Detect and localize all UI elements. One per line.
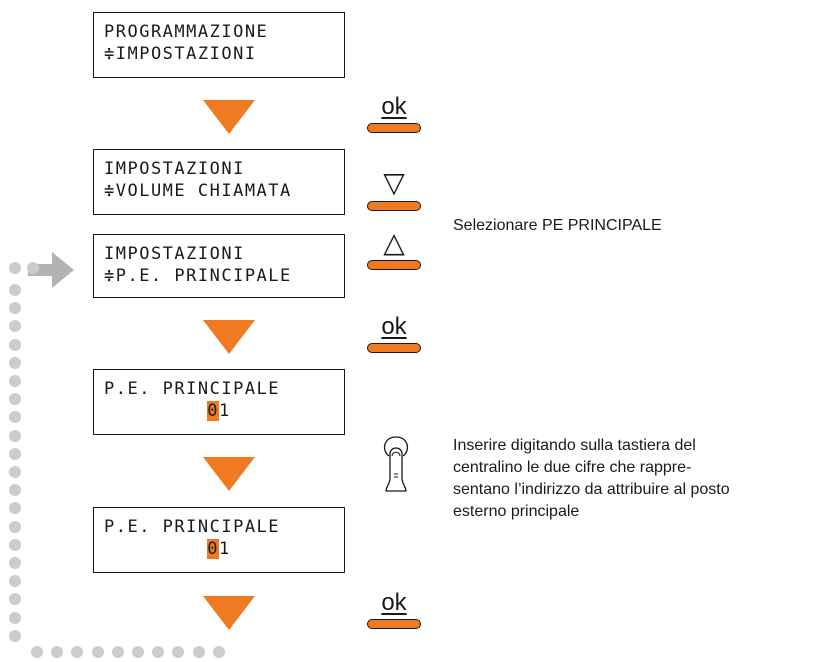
step-arrow-icon xyxy=(203,457,255,491)
loop-dot xyxy=(92,646,104,658)
note-line: Inserire digitando sulla tastiera del xyxy=(453,437,696,454)
loop-dot xyxy=(27,262,39,274)
loop-dot xyxy=(9,375,21,387)
loop-dot xyxy=(9,612,21,624)
screen-line-1: IMPOSTAZIONI xyxy=(104,159,245,179)
up-key xyxy=(367,260,421,270)
screen-digit: 1 xyxy=(219,539,231,559)
ok-label: ok xyxy=(381,93,407,120)
loop-dot xyxy=(9,430,21,442)
note-input: Inserire digitando sulla tastiera del ce… xyxy=(453,435,730,523)
loop-dot xyxy=(51,646,63,658)
step-arrow-icon xyxy=(203,320,255,354)
loop-dot xyxy=(9,411,21,423)
ok-key xyxy=(367,343,421,353)
loop-dot xyxy=(9,320,21,332)
step-arrow-icon xyxy=(203,100,255,134)
loop-dot xyxy=(172,646,184,658)
loop-dot xyxy=(9,557,21,569)
lcd-screen-2: IMPOSTAZIONI ≑VOLUME CHIAMATA xyxy=(93,149,345,215)
ok-label: ok xyxy=(381,313,407,340)
down-button[interactable]: ▽ xyxy=(367,166,421,212)
loop-dot xyxy=(9,484,21,496)
step-arrow-icon xyxy=(203,596,255,630)
loop-dot xyxy=(9,284,21,296)
ok-button[interactable]: ok xyxy=(367,313,421,353)
note-select: Selezionare PE PRINCIPALE xyxy=(453,217,662,234)
up-arrow-icon: △ xyxy=(383,226,405,259)
lcd-screen-4: P.E. PRINCIPALE 01 xyxy=(93,369,345,435)
up-button[interactable]: △ xyxy=(367,226,421,273)
lcd-screen-5: P.E. PRINCIPALE 01 xyxy=(93,507,345,573)
lcd-screen-1: PROGRAMMAZIONE ≑IMPOSTAZIONI xyxy=(93,12,345,78)
screen-line-1: P.E. PRINCIPALE xyxy=(104,379,281,399)
cursor-digit: 0 xyxy=(207,539,219,559)
screen-line-2: ≑P.E. PRINCIPALE xyxy=(104,266,292,286)
loop-dot xyxy=(31,646,43,658)
loop-dot xyxy=(9,466,21,478)
loop-dot xyxy=(9,393,21,405)
screen-line-2: ≑VOLUME CHIAMATA xyxy=(104,181,292,201)
ok-key xyxy=(367,619,421,629)
note-line: sentano l’indirizzo da attribuire al pos… xyxy=(453,481,730,498)
loop-dot xyxy=(132,646,144,658)
ok-key xyxy=(367,123,421,133)
loop-dot xyxy=(9,357,21,369)
loop-dot xyxy=(9,302,21,314)
loop-dot xyxy=(9,521,21,533)
loop-dot xyxy=(112,646,124,658)
loop-dot xyxy=(9,575,21,587)
down-key xyxy=(367,201,421,211)
cursor-digit: 0 xyxy=(207,401,219,421)
note-line: esterno principale xyxy=(453,503,580,520)
lcd-screen-3: IMPOSTAZIONI ≑P.E. PRINCIPALE xyxy=(93,234,345,298)
screen-line-2: ≑IMPOSTAZIONI xyxy=(104,44,257,64)
loop-dot xyxy=(9,593,21,605)
loop-dot xyxy=(9,630,21,642)
loop-dot xyxy=(9,539,21,551)
note-line: centralino le due cifre che rappre- xyxy=(453,459,692,476)
loop-dot xyxy=(9,262,21,274)
loop-dot xyxy=(9,448,21,460)
screen-line-1: PROGRAMMAZIONE xyxy=(104,22,269,42)
loop-dot xyxy=(193,646,205,658)
ok-button[interactable]: ok xyxy=(367,93,421,133)
screen-line-1: IMPOSTAZIONI xyxy=(104,244,245,264)
screen-digit: 1 xyxy=(219,401,231,421)
loop-dot xyxy=(152,646,164,658)
ok-label: ok xyxy=(381,589,407,616)
loop-dot xyxy=(9,502,21,514)
screen-line-2: 01 xyxy=(104,538,344,560)
loop-dot xyxy=(9,339,21,351)
finger-press-icon xyxy=(376,434,416,494)
ok-button[interactable]: ok xyxy=(367,589,421,629)
screen-line-2: 01 xyxy=(104,400,344,422)
loop-dot xyxy=(71,646,83,658)
down-arrow-icon: ▽ xyxy=(383,166,405,199)
screen-line-1: P.E. PRINCIPALE xyxy=(104,517,281,537)
loop-dot xyxy=(213,646,225,658)
